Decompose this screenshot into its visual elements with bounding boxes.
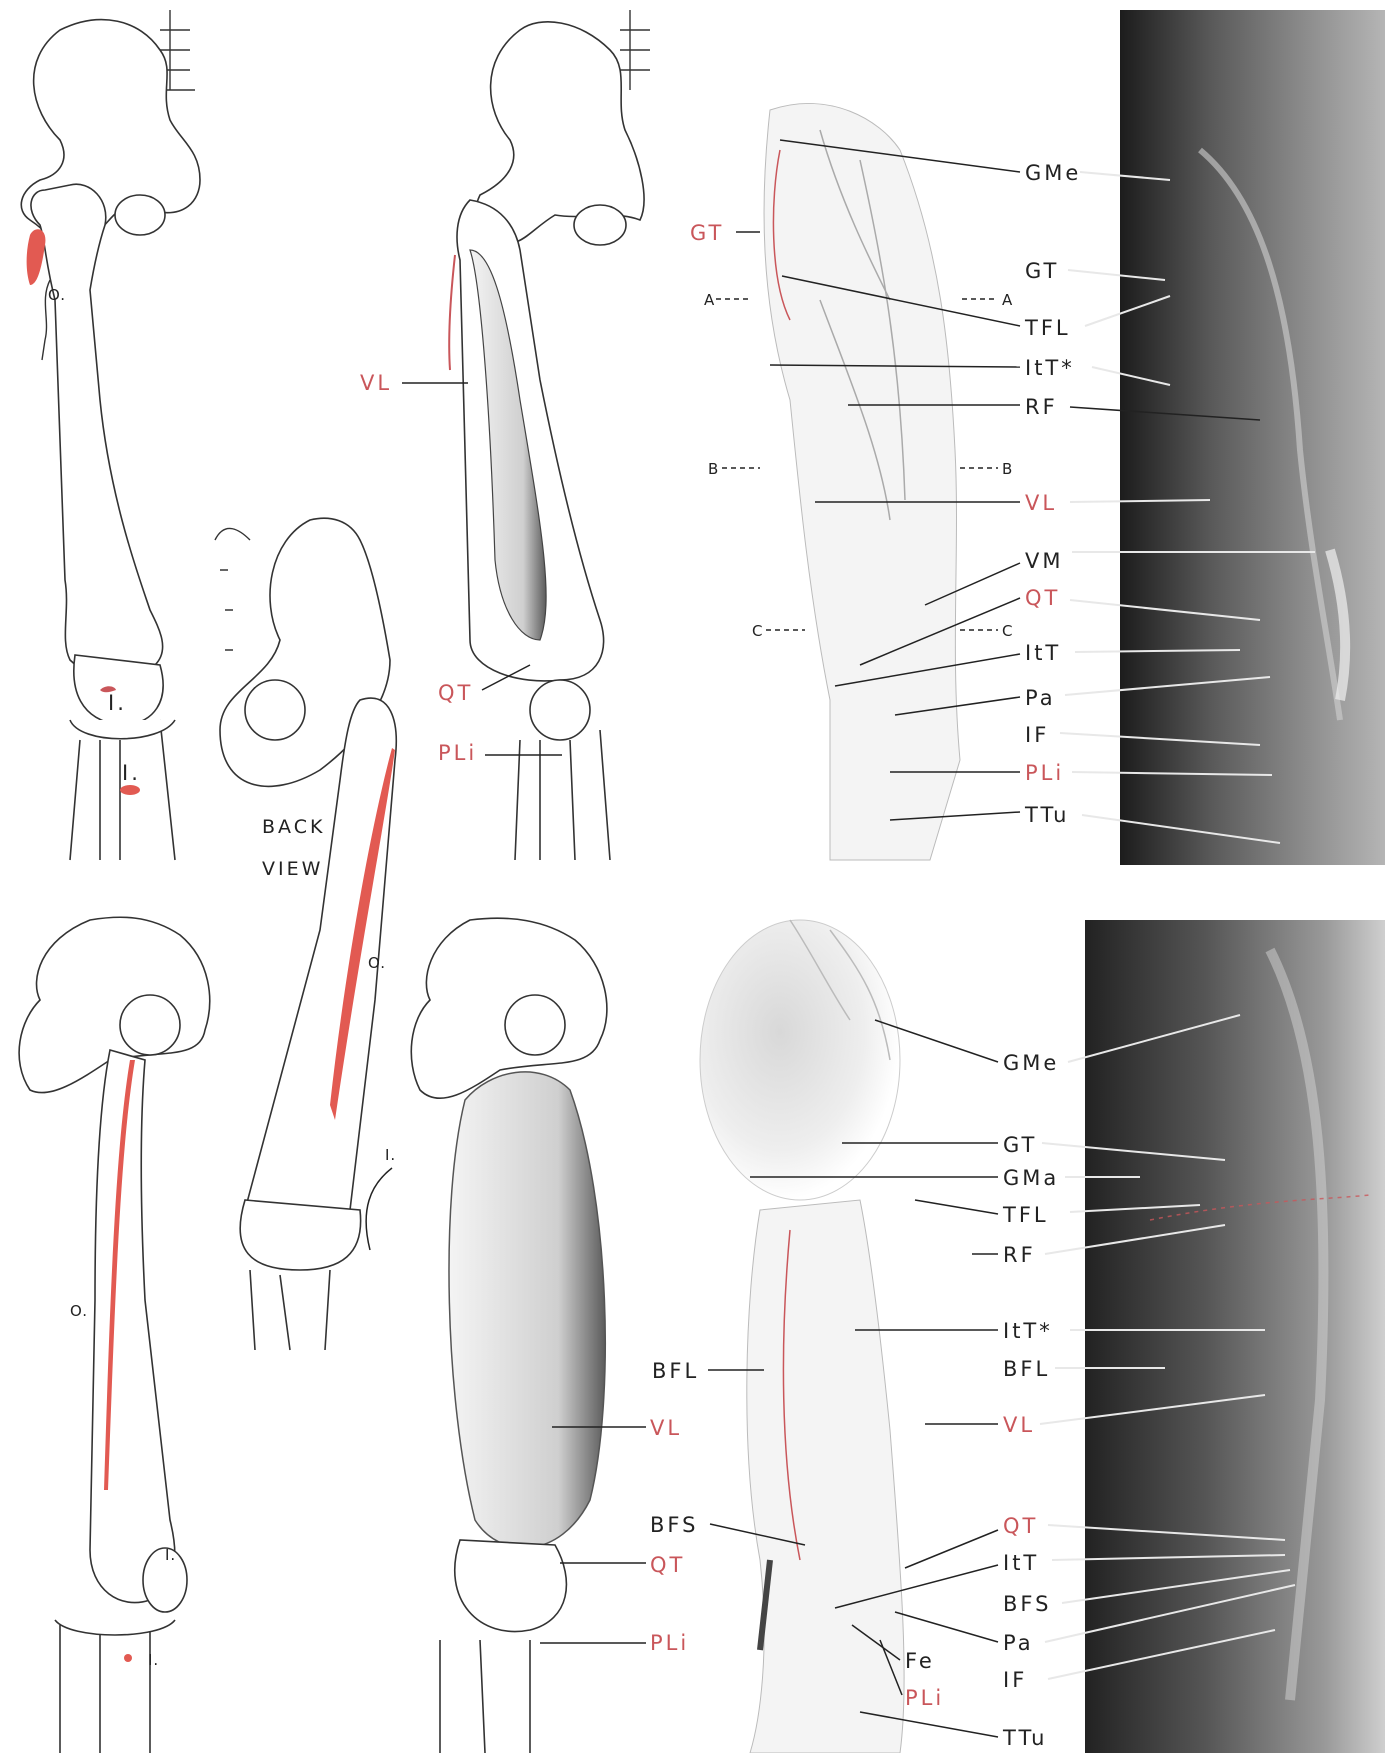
insertion-marker: I. [165, 1546, 176, 1564]
label-gma: GMa [1003, 1166, 1059, 1190]
back-view-label-line1: BACK [262, 816, 325, 838]
label-fe: Fe [905, 1649, 935, 1673]
origin-marker: O. [48, 286, 66, 304]
label-gt: GT [1003, 1133, 1037, 1157]
lateral-vl-drawing: VL QT PLi [411, 918, 689, 1753]
label-gt-left: GT [690, 221, 724, 245]
label-itt: ItT [1025, 641, 1061, 665]
label-pli: PLi [1025, 761, 1064, 785]
label-itt-star: ItT* [1025, 356, 1075, 380]
label-pli: PLi [905, 1686, 944, 1710]
vastus-lateralis-drawing: VL QT PLi [360, 10, 650, 860]
label-if: IF [1025, 723, 1049, 747]
label-ttu: TTu [1024, 803, 1069, 827]
label-vm: VM [1025, 549, 1063, 573]
insertion-marker: I. [148, 1651, 159, 1669]
label-gme: GMe [1025, 161, 1081, 185]
label-ttu: TTu [1002, 1726, 1047, 1750]
label-if: IF [1003, 1668, 1027, 1692]
section-mark-c-left: C [752, 622, 763, 640]
label-pli: PLi [650, 1631, 689, 1655]
label-vl: VL [1003, 1413, 1035, 1437]
label-vl: VL [1025, 491, 1057, 515]
origin-patch [27, 229, 46, 285]
lateral-femur-drawing: O. I. I. [19, 917, 210, 1753]
label-rf: RF [1003, 1243, 1036, 1267]
label-pa: Pa [1003, 1631, 1034, 1655]
back-view-femur-drawing: BACK VIEW O. I. [215, 518, 396, 1350]
origin-marker: O. [70, 1302, 88, 1320]
label-qt: QT [650, 1553, 685, 1577]
label-pa: Pa [1025, 686, 1056, 710]
insertion-tibial-tuberosity [120, 785, 140, 795]
label-vl: VL [360, 371, 392, 395]
label-bfs-left: BFS [650, 1513, 698, 1537]
section-mark-a-right: A [1002, 291, 1013, 309]
photo-top [1120, 10, 1385, 865]
label-bfl-left: BFL [652, 1359, 699, 1383]
label-qt: QT [1003, 1514, 1038, 1538]
section-mark-a-left: A [704, 291, 715, 309]
insertion-marker: I. [108, 691, 127, 715]
label-itt-star: ItT* [1003, 1319, 1053, 1343]
label-bfl: BFL [1003, 1357, 1050, 1381]
label-gt: GT [1025, 259, 1059, 283]
origin-marker: O. [368, 954, 386, 972]
label-qt: QT [438, 681, 473, 705]
label-qt: QT [1025, 586, 1060, 610]
label-gme: GMe [1003, 1051, 1059, 1075]
section-mark-c-right: C [1002, 622, 1013, 640]
bottom-surface-anatomy: GMe GT GMa TFL RF ItT* BFL BFL VL BFS QT… [650, 920, 1385, 1753]
label-itt: ItT [1003, 1551, 1039, 1575]
label-tfl: TFL [1024, 316, 1071, 340]
label-vl: VL [650, 1416, 682, 1440]
section-mark-b-left: B [708, 460, 719, 478]
insertion-marker: I. [385, 1146, 396, 1164]
top-surface-anatomy: A A B B C C GT GMe GT TFL ItT* RF VL VM [690, 10, 1385, 865]
label-tfl: TFL [1002, 1203, 1049, 1227]
label-pli: PLi [438, 741, 477, 765]
insertion-dot [124, 1654, 132, 1662]
label-rf: RF [1025, 395, 1058, 419]
back-view-label-line2: VIEW [262, 858, 323, 880]
front-femur-drawing: O. I. I. [21, 10, 200, 860]
section-mark-b-right: B [1002, 460, 1013, 478]
insertion-marker: I. [122, 761, 141, 785]
label-bfs: BFS [1003, 1592, 1051, 1616]
